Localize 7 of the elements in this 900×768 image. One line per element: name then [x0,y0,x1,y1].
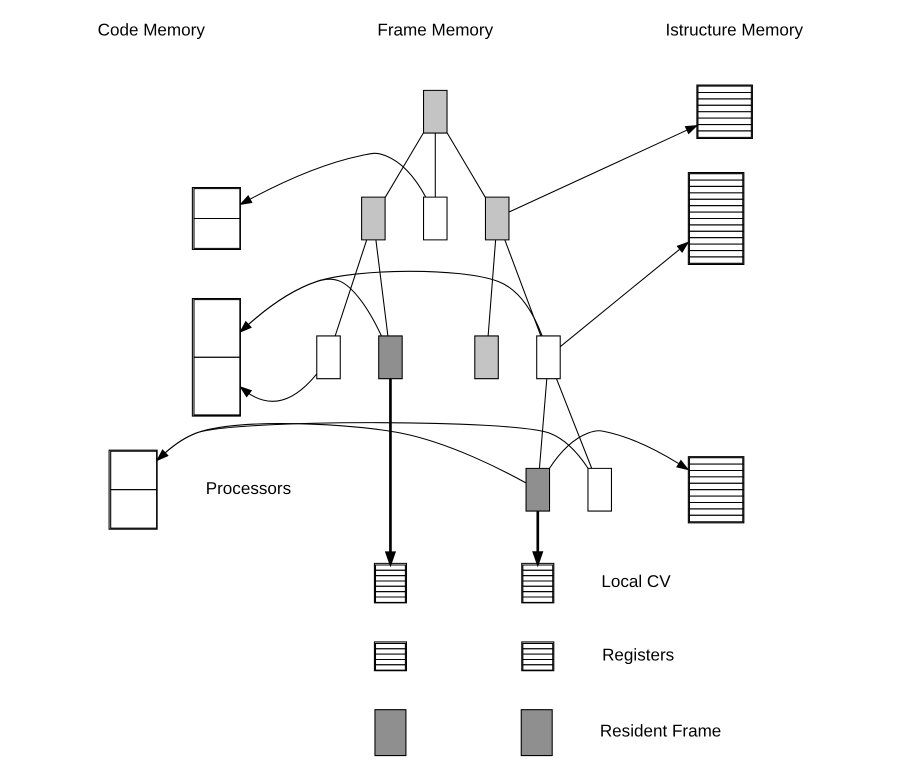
label: Registers [602,645,674,664]
label: Istructure Memory [664,20,803,40]
label: Code Memory [97,20,204,40]
label: Frame Memory [376,20,493,40]
label: Local CV [600,572,670,592]
label: Resident Frame [599,722,721,741]
label: Processors [205,478,291,498]
